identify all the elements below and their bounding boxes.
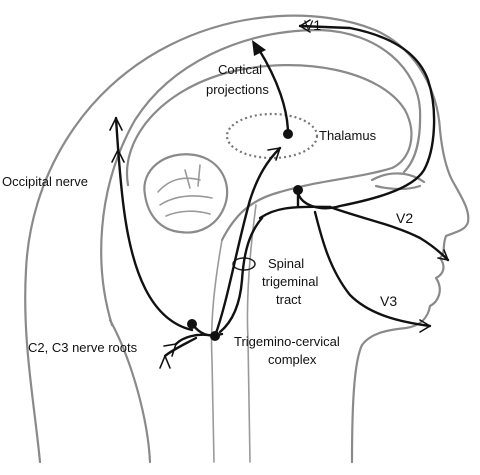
label-spinal-1: Spinal: [268, 256, 304, 271]
label-v1: V1: [304, 17, 321, 33]
label-thalamus: Thalamus: [319, 128, 377, 143]
ascending-arrow: [267, 147, 281, 161]
v2-arrow: [437, 249, 449, 261]
label-occipital-nerve: Occipital nerve: [2, 174, 88, 189]
skull-outline: [100, 28, 422, 327]
occipital-nerve-path: [114, 116, 194, 332]
neck-back-outline: [108, 318, 152, 464]
v2-branch: [328, 205, 450, 262]
brainstem-outline: [210, 239, 223, 463]
eye: [370, 172, 426, 191]
v1-arrow: [299, 19, 311, 33]
c2-c3-barbs: [159, 343, 177, 369]
v1-branch: [296, 24, 436, 210]
label-tcc-2: complex: [268, 352, 317, 367]
cortical-projection-arrowhead: [252, 40, 266, 56]
occipital-nerve-barb-1: [109, 117, 123, 131]
c2-c3-roots: [163, 322, 224, 358]
cerebellum: [143, 153, 229, 234]
thalamus-region: [225, 112, 319, 160]
brainstem-outline-front: [246, 204, 257, 463]
v3-arrow: [419, 319, 431, 333]
occipital-nerve-barb-2: [111, 149, 125, 163]
descending-tract: [218, 216, 264, 334]
label-c2-c3: C2, C3 nerve roots: [28, 340, 138, 355]
cortical-projection-path: [256, 46, 290, 136]
label-spinal-2: trigeminal: [262, 274, 318, 289]
label-cortical-2: projections: [206, 82, 269, 97]
label-v3: V3: [380, 293, 397, 309]
brain-outline: [125, 63, 413, 242]
label-spinal-3: tract: [276, 292, 302, 307]
ascending-pathway: [213, 146, 282, 338]
v3-branch: [313, 210, 432, 328]
trigeminal-ganglion: [293, 185, 303, 195]
label-cortical-1: Cortical: [218, 62, 262, 77]
label-tcc-1: Trigemino-cervical: [234, 334, 340, 349]
label-v2: V2: [396, 210, 413, 226]
